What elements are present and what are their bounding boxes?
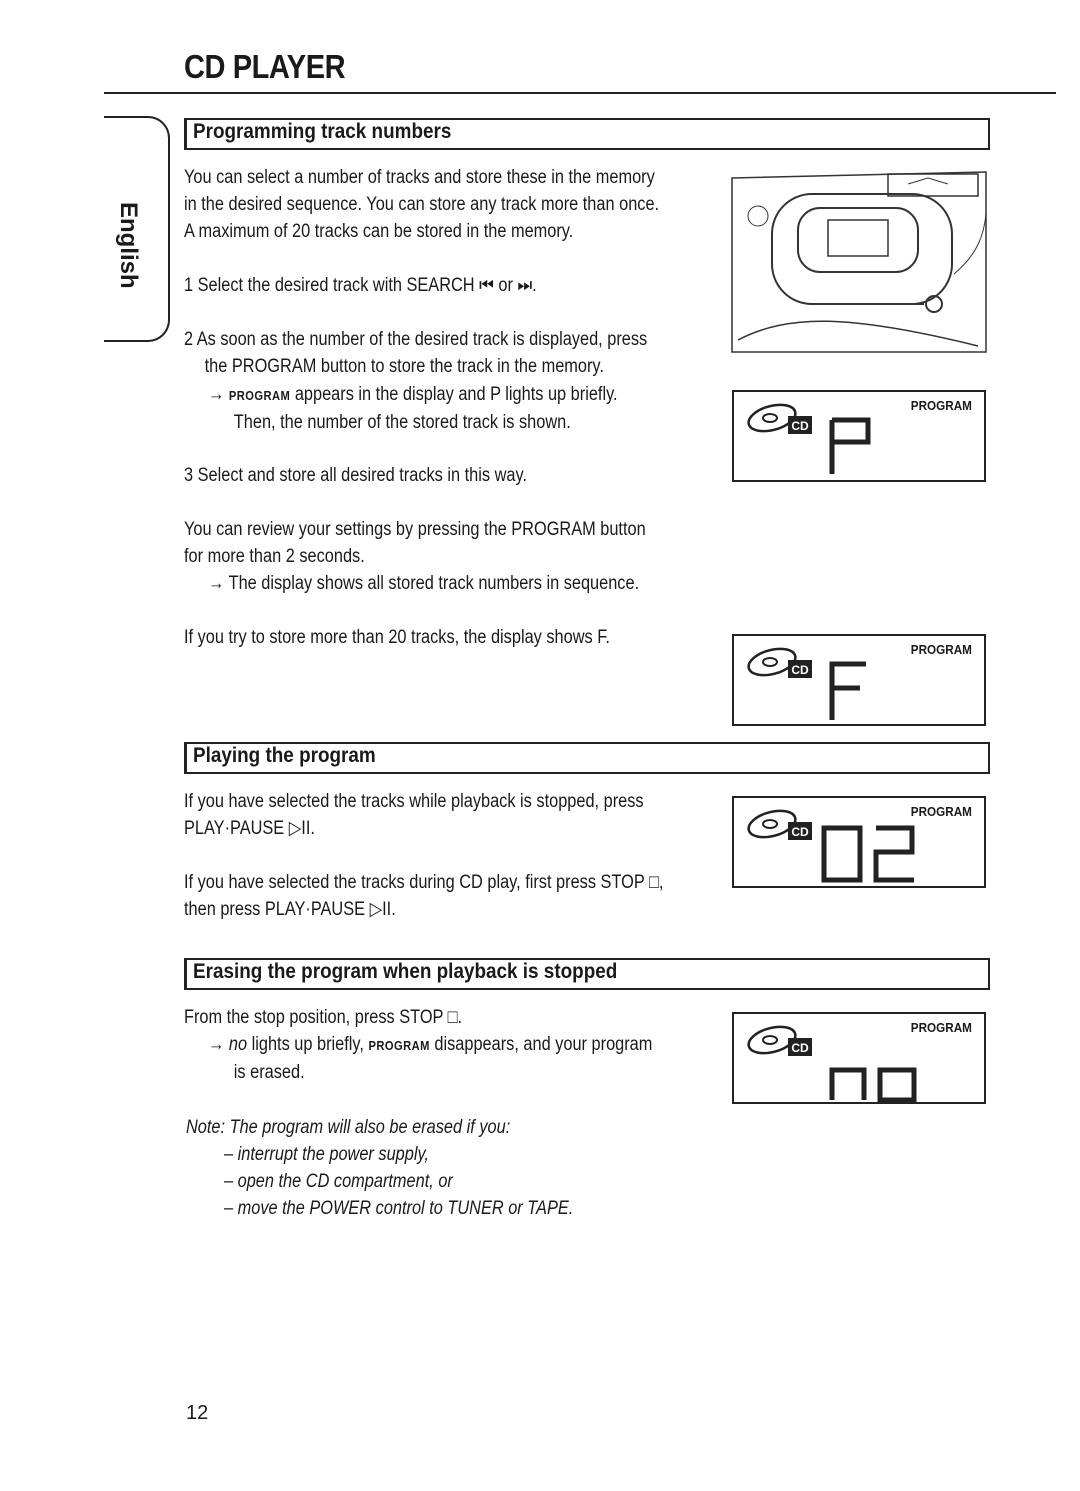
lcd-display-no: PROGRAM CD bbox=[732, 1012, 986, 1104]
cd-logo-icon: CD bbox=[747, 647, 812, 678]
overflow-text: If you try to store more than 20 tracks,… bbox=[184, 627, 610, 648]
note-heading: Note: The program will also be erased if… bbox=[186, 1117, 511, 1138]
review-result: → The display shows all stored track num… bbox=[208, 573, 640, 594]
lcd-display-program-02: PROGRAM CD bbox=[732, 796, 986, 888]
svg-text:CD: CD bbox=[791, 419, 809, 433]
section-heading-erasing: Erasing the program when playback is sto… bbox=[184, 958, 990, 990]
step-2: 2 As soon as the number of the desired t… bbox=[184, 329, 648, 377]
lcd-segments: CD bbox=[747, 647, 866, 720]
svg-text:CD: CD bbox=[791, 825, 809, 839]
right-arrow-icon: → bbox=[208, 1034, 225, 1055]
review-text: You can review your settings by pressing… bbox=[184, 519, 646, 567]
cd-logo-icon: CD bbox=[747, 809, 812, 840]
step-2-result: → PROGRAM appears in the display and P l… bbox=[208, 384, 618, 433]
lcd-segments: CD bbox=[747, 809, 915, 883]
section-heading-playing: Playing the program bbox=[184, 742, 990, 774]
cd-logo-icon: CD bbox=[747, 1025, 812, 1056]
svg-text:CD: CD bbox=[791, 1041, 809, 1055]
erasing-text: From the stop position, press STOP □. bbox=[184, 1007, 463, 1028]
lcd-display-program-p: PROGRAM CD bbox=[732, 390, 986, 482]
cd-player-illustration bbox=[731, 171, 987, 353]
right-arrow-icon: → bbox=[208, 573, 225, 594]
list-item: – move the POWER control to TUNER or TAP… bbox=[224, 1198, 574, 1219]
cd-logo-icon: CD bbox=[747, 403, 812, 434]
erasing-result: → no lights up briefly, PROGRAM disappea… bbox=[208, 1034, 653, 1083]
svg-text:CD: CD bbox=[791, 663, 809, 677]
playing-text-1: If you have selected the tracks while pl… bbox=[184, 791, 644, 839]
language-tab-label: English bbox=[115, 202, 142, 289]
playing-text-2: If you have selected the tracks during C… bbox=[184, 872, 664, 920]
step-1: 1 Select the desired track with SEARCH ⏮… bbox=[184, 275, 537, 296]
lcd-display-program-f: PROGRAM CD bbox=[732, 634, 986, 726]
lcd-segments: CD bbox=[747, 403, 871, 474]
language-tab bbox=[104, 116, 170, 342]
note-list: – interrupt the power supply, – open the… bbox=[224, 1141, 573, 1222]
list-item: – interrupt the power supply, bbox=[224, 1144, 429, 1165]
page-title: CD PLAYER bbox=[184, 48, 346, 85]
step-3: 3 Select and store all desired tracks in… bbox=[184, 465, 528, 486]
page-number: 12 bbox=[186, 1402, 209, 1424]
lcd-segments: CD bbox=[747, 1025, 917, 1103]
section-heading-programming: Programming track numbers bbox=[184, 118, 990, 150]
programming-intro: You can select a number of tracks and st… bbox=[184, 167, 660, 242]
right-arrow-icon: → bbox=[208, 384, 225, 405]
list-item: – open the CD compartment, or bbox=[224, 1171, 453, 1192]
header-rule bbox=[104, 92, 1056, 94]
